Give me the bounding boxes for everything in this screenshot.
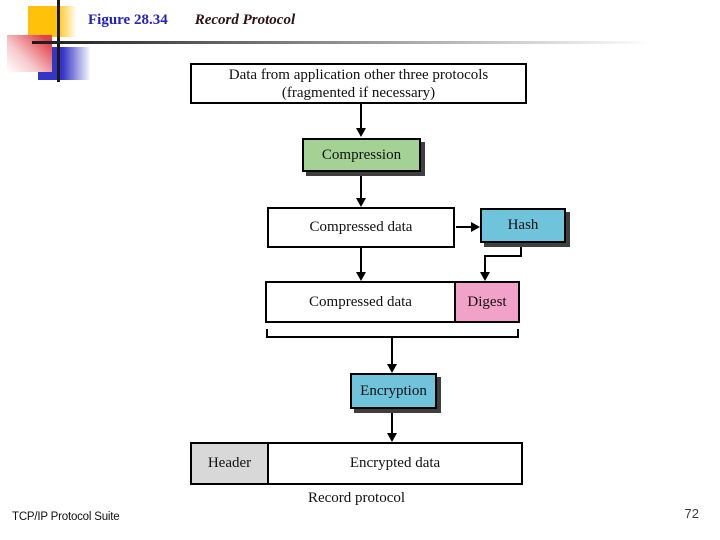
arrow-compressed-to-hash: [456, 222, 480, 232]
hash-label: Hash: [507, 217, 539, 233]
figure-number: Figure 28.34: [88, 12, 168, 28]
compressed-data-box: Compressed data: [267, 207, 455, 248]
footer-book-title: TCP/IP Protocol Suite: [12, 511, 120, 523]
digest-segment: Digest: [454, 283, 518, 321]
decoration-yellow-square: [28, 6, 77, 37]
record-protocol-box: Header Encrypted data: [190, 442, 523, 485]
top-box-line1: Data from application other three protoc…: [228, 66, 489, 83]
compressed-data-label: Compressed data: [309, 219, 413, 235]
slide-title: Figure 28.34 Record Protocol: [88, 12, 295, 29]
encrypted-data-segment: Encrypted data: [269, 444, 521, 483]
header-divider-line: [32, 41, 672, 44]
encrypted-data-label: Encrypted data: [349, 455, 441, 471]
top-box-line2: (fragmented if necessary): [281, 84, 436, 101]
arrow-compression-to-compressed: [356, 172, 366, 207]
encryption-process-box: Encryption: [350, 373, 437, 409]
compressed-data2-label: Compressed data: [309, 293, 412, 310]
arrow-compressed-to-compressed2: [356, 248, 366, 281]
arrow-top-to-compression: [356, 104, 366, 137]
header-label: Header: [207, 455, 252, 471]
compressed-data2-segment: Compressed data: [267, 283, 454, 321]
compressed-data-digest-box: Compressed data Digest: [265, 281, 520, 323]
connector-hash-to-digest: [480, 243, 522, 281]
grouping-bracket: [266, 329, 519, 338]
figure-title: Record Protocol: [194, 12, 296, 28]
arrow-bracket-to-encryption: [387, 337, 397, 373]
data-from-application-box: Data from application other three protoc…: [190, 63, 527, 104]
digest-label: Digest: [467, 293, 507, 310]
encryption-label: Encryption: [360, 382, 427, 399]
hash-process-box: Hash: [480, 208, 566, 243]
arrow-encryption-to-record: [387, 409, 397, 442]
header-segment: Header: [192, 444, 269, 483]
record-protocol-caption: Record protocol: [307, 490, 406, 506]
compression-process-box: Compression: [302, 138, 421, 172]
compression-label: Compression: [321, 146, 402, 163]
page-number: 72: [684, 506, 699, 521]
